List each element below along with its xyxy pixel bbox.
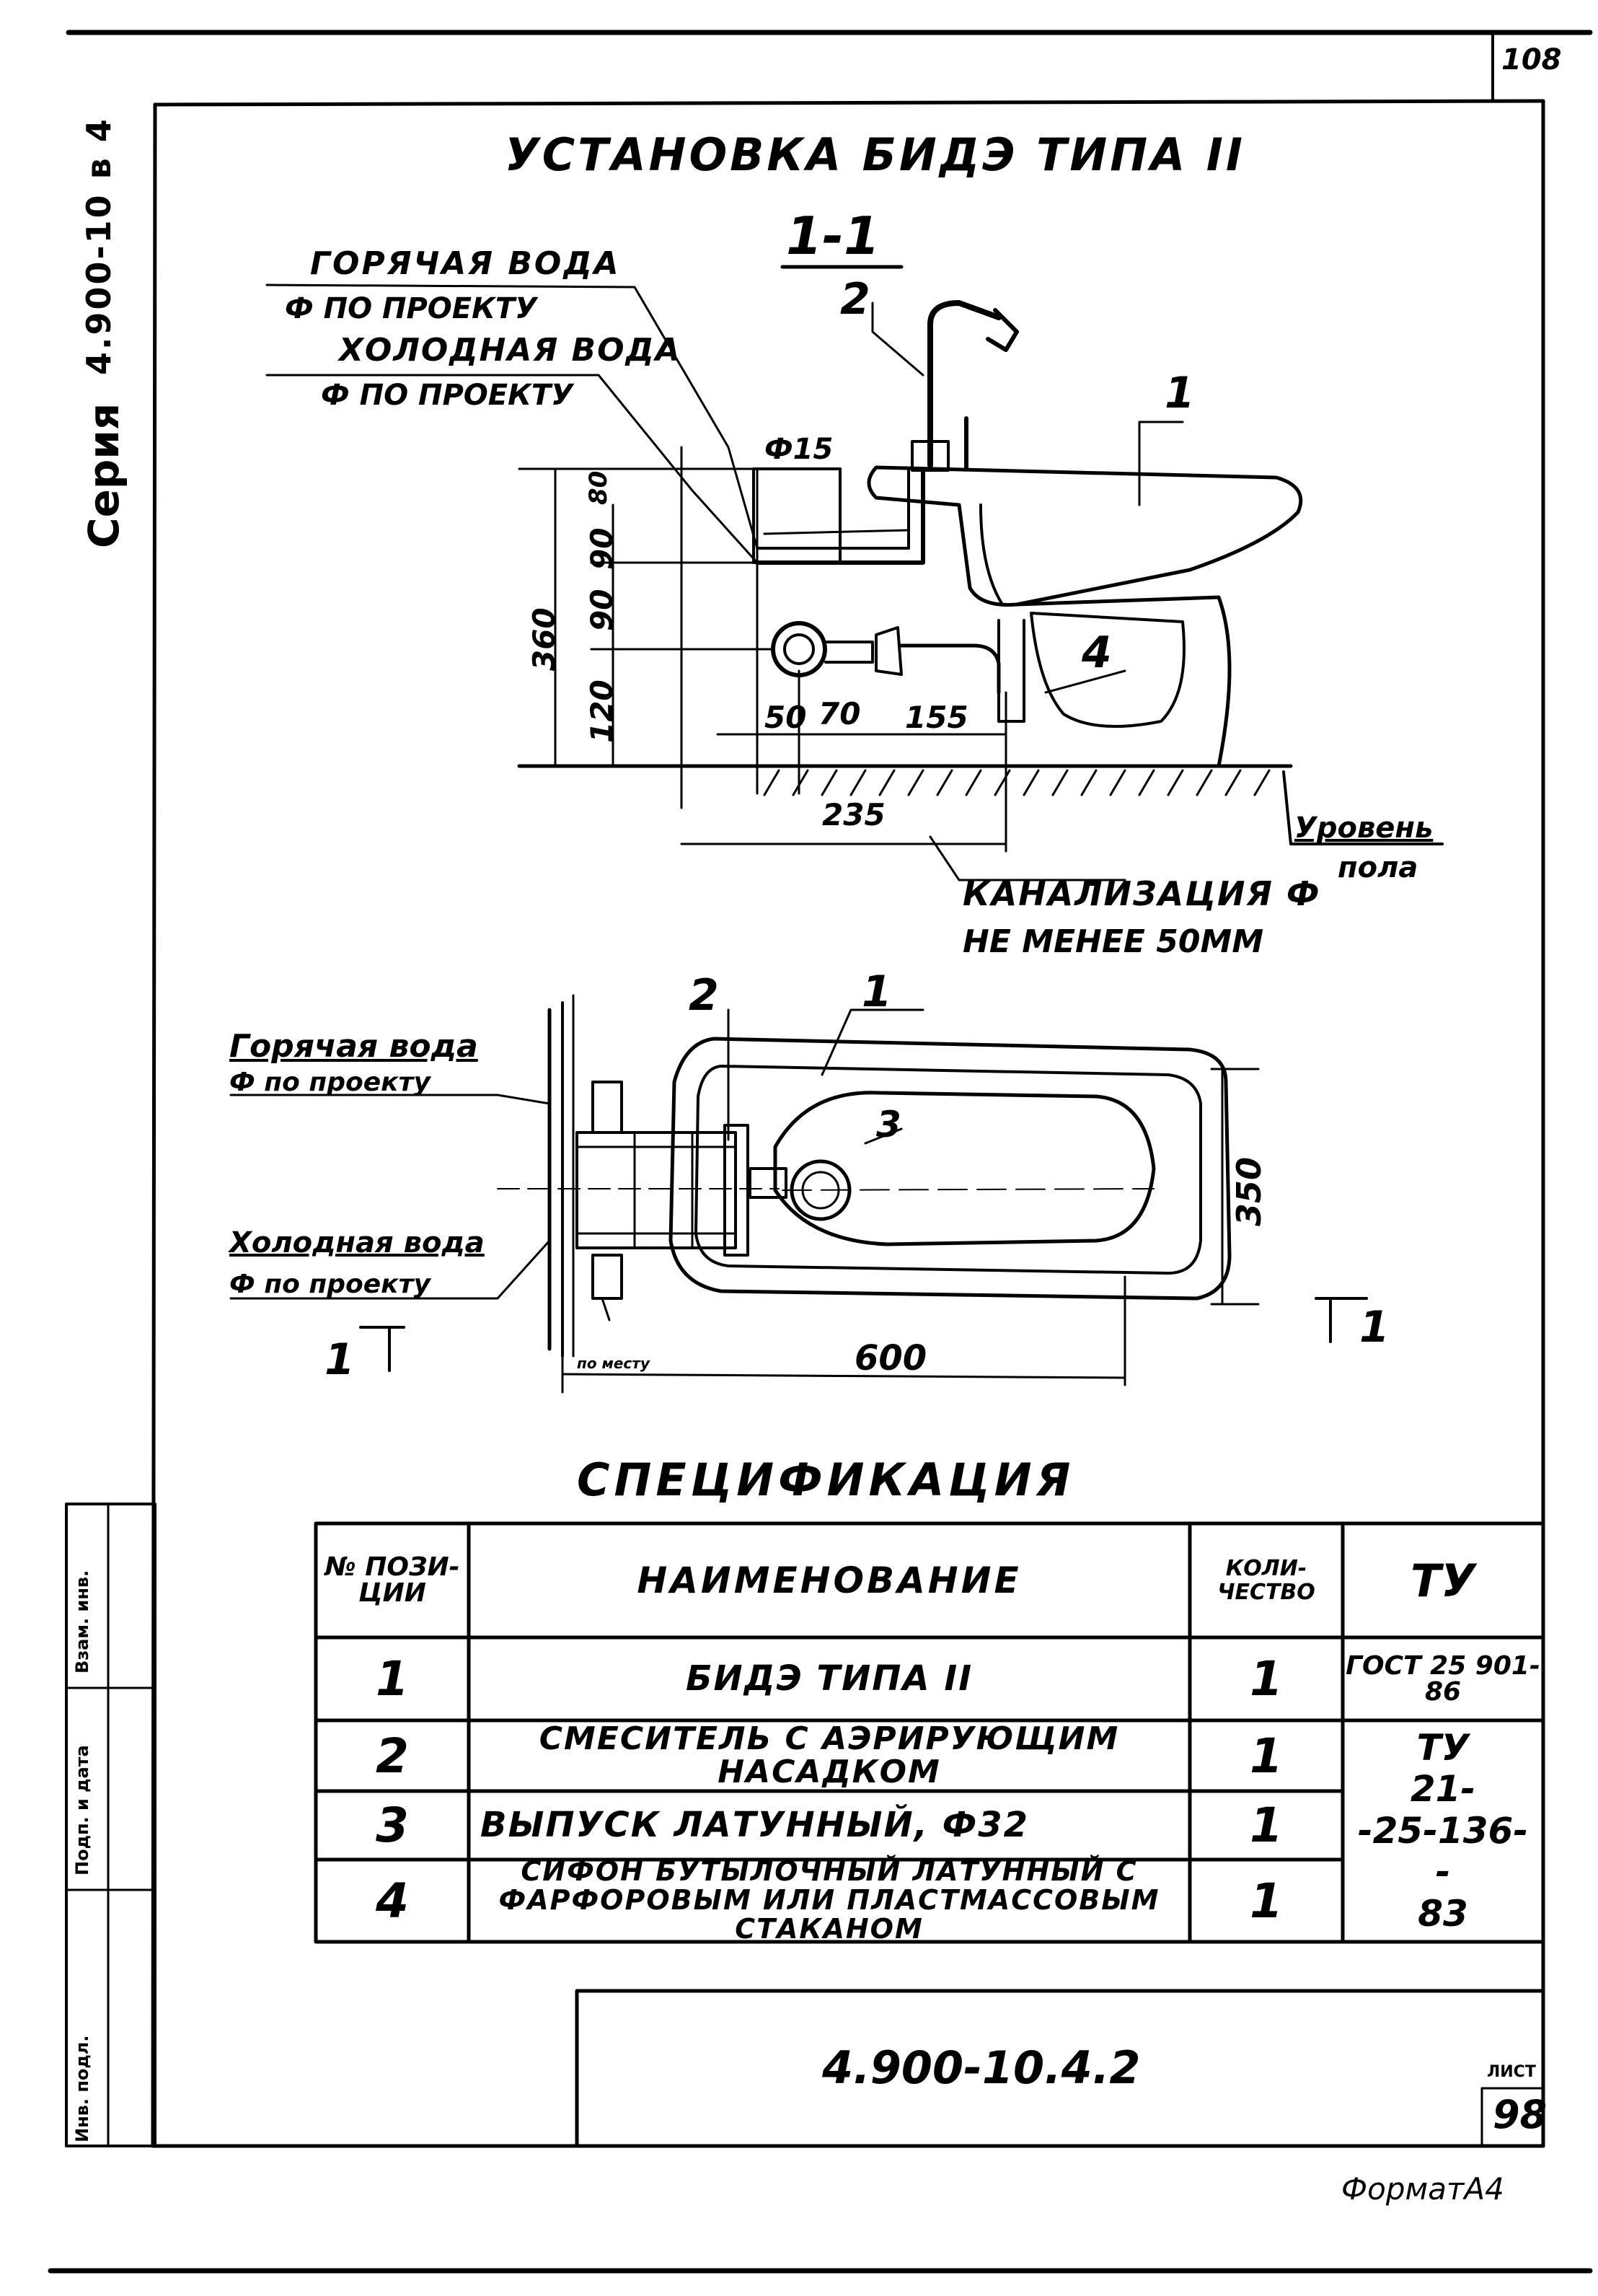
spec-row-1-pos: 1 bbox=[376, 1651, 409, 1707]
spec-row-3-name: ВЫПУСК ЛАТУННЫЙ, Ф32 bbox=[480, 1805, 1030, 1846]
mixer-plan-bracket bbox=[575, 1131, 737, 1249]
plan-dim-600: 600 bbox=[855, 1338, 927, 1378]
inner-frame-top bbox=[153, 99, 1545, 107]
spec-row-1-qty: 1 bbox=[1250, 1651, 1283, 1707]
plan-cold-water-dia: Ф по проекту bbox=[229, 1270, 431, 1299]
spec-row-2-qty: 1 bbox=[1250, 1728, 1283, 1784]
drawing-title: УСТАНОВКА БИДЭ ТИПА II bbox=[505, 128, 1245, 181]
side-stamp-3: Взам. инв. bbox=[72, 1570, 92, 1673]
plan-hot-water: Горячая вода bbox=[229, 1028, 478, 1065]
side-stamp-1: Инв. подл. bbox=[72, 2035, 92, 2142]
dim-70: 70 bbox=[818, 696, 861, 731]
section-callout-1: 1 bbox=[1165, 368, 1195, 418]
format-label: ФорматА4 bbox=[1341, 2171, 1504, 2207]
cut-mark-right: 1 bbox=[1359, 1302, 1390, 1352]
spec-header-pos: № ПОЗИ- ЦИИ bbox=[325, 1552, 460, 1608]
dim-90a: 90 bbox=[584, 527, 619, 570]
bidet-bowl-section bbox=[867, 465, 1303, 607]
dim-total-height: 360 bbox=[526, 607, 562, 671]
spec-row-4-qty: 1 bbox=[1250, 1873, 1283, 1929]
side-stamp-2: Подп. и дата bbox=[72, 1745, 92, 1875]
siphon-body bbox=[1030, 612, 1186, 729]
section-callout-2: 2 bbox=[840, 274, 870, 325]
floor-level-1: Уровень bbox=[1294, 811, 1434, 845]
spec-row-4-name: СИФОН БУТЫЛОЧНЫЙ ЛАТУННЫЙ С ФАРФОРОВЫМ И… bbox=[498, 1855, 1160, 1945]
spec-table-grid bbox=[314, 1521, 1545, 1944]
spec-row-3-pos: 3 bbox=[376, 1798, 409, 1853]
plan-callout-1: 1 bbox=[862, 967, 892, 1017]
cold-pipe bbox=[756, 467, 910, 550]
plan-cold-water: Холодная вода bbox=[229, 1226, 485, 1259]
spec-title: СПЕЦИФИКАЦИЯ bbox=[577, 1453, 1075, 1506]
plan-dim-small: по месту bbox=[577, 1355, 650, 1372]
plan-dim-350: 350 bbox=[1230, 1156, 1268, 1226]
plan-hot-water-dia: Ф по проекту bbox=[229, 1068, 431, 1097]
mixer-faucet bbox=[927, 300, 1002, 468]
side-stamp-box bbox=[65, 1503, 156, 2147]
section-cold-water: ХОЛОДНАЯ ВОДА bbox=[339, 332, 681, 369]
section-cold-water-dia: Ф ПО ПРОЕКТУ bbox=[321, 379, 573, 412]
section-hot-water-dia: Ф ПО ПРОЕКТУ bbox=[285, 292, 537, 325]
spec-header-qty: КОЛИ- ЧЕСТВО bbox=[1217, 1556, 1315, 1605]
spec-row-1-name: БИДЭ ТИПА II bbox=[685, 1658, 974, 1699]
spec-row-1-tu: ГОСТ 25 901-86 bbox=[1346, 1650, 1540, 1707]
bidet-plan-outer bbox=[668, 1037, 1232, 1301]
pipe-dia-label: Ф15 bbox=[764, 433, 834, 466]
section-callout-4: 4 bbox=[1082, 628, 1112, 678]
sheet-code-label: ЛИСТ bbox=[1487, 2063, 1536, 2081]
dim-600 bbox=[561, 1373, 1126, 1379]
spec-rows-2-4-tu: ТУ 21- -25-136- - 83 bbox=[1357, 1726, 1529, 1935]
spec-row-2-name: СМЕСИТЕЛЬ С АЭРИРУЮЩИМ НАСАДКОМ bbox=[539, 1720, 1120, 1790]
document-code: 4.900-10.4.2 bbox=[822, 2041, 1141, 2094]
page-number: 108 bbox=[1501, 43, 1562, 76]
spec-header-name: НАИМЕНОВАНИЕ bbox=[637, 1560, 1022, 1601]
sewer-label-2: НЕ МЕНЕЕ 50ММ bbox=[963, 923, 1264, 960]
title-block bbox=[575, 1989, 1545, 2148]
spec-row-4-pos: 4 bbox=[376, 1873, 409, 1929]
floor-hatch bbox=[763, 769, 1271, 796]
series-label: Серия bbox=[79, 403, 128, 548]
dim-120: 120 bbox=[584, 679, 619, 743]
section-hot-water: ГОРЯЧАЯ ВОДА bbox=[310, 245, 621, 282]
outlet-fitting bbox=[771, 621, 827, 677]
dim-90b: 90 bbox=[584, 589, 619, 631]
plan-callout-3: 3 bbox=[876, 1104, 901, 1145]
section-label: 1-1 bbox=[786, 206, 880, 266]
dim-50: 50 bbox=[764, 700, 807, 735]
sheet-number: 98 bbox=[1493, 2092, 1548, 2137]
spec-row-3-qty: 1 bbox=[1250, 1798, 1283, 1853]
dim-80: 80 bbox=[584, 470, 613, 505]
bidet-plan-inner bbox=[773, 1091, 1156, 1246]
series-code: 4.900-10 в 4 bbox=[79, 117, 118, 375]
plan-callout-2: 2 bbox=[689, 970, 719, 1021]
cut-mark-left: 1 bbox=[325, 1334, 355, 1385]
dim-155: 155 bbox=[905, 700, 968, 735]
floor-level-2: пола bbox=[1338, 851, 1418, 884]
inner-frame-left bbox=[151, 102, 157, 2148]
spec-row-2-pos: 2 bbox=[376, 1728, 409, 1784]
dim-235: 235 bbox=[822, 797, 886, 832]
spec-header-tu: ТУ bbox=[1410, 1554, 1476, 1607]
sewer-label-1: КАНАЛИЗАЦИЯ Ф bbox=[963, 874, 1321, 913]
